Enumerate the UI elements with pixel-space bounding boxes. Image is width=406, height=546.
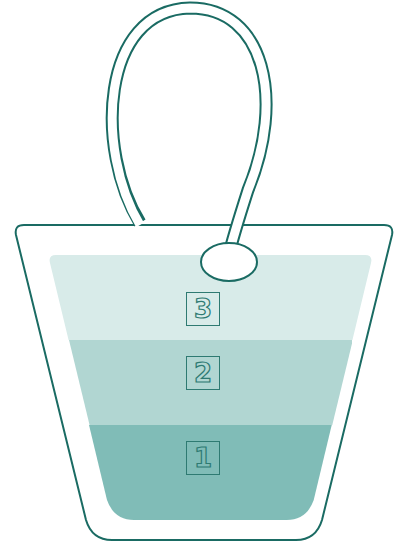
level-number: 3 xyxy=(186,292,220,326)
bucket-body xyxy=(16,225,393,540)
handle-rope xyxy=(112,8,266,258)
level-number: 2 xyxy=(186,356,220,390)
level-band: 1 xyxy=(89,425,332,520)
band-fill xyxy=(89,425,332,520)
level-number: 1 xyxy=(186,441,220,475)
handle-knot xyxy=(201,243,257,281)
handle-rope-edge xyxy=(112,8,266,258)
band-fill xyxy=(69,340,353,425)
level-band: 3 xyxy=(48,255,373,340)
band-fill xyxy=(50,255,372,340)
level-band: 2 xyxy=(69,340,353,425)
